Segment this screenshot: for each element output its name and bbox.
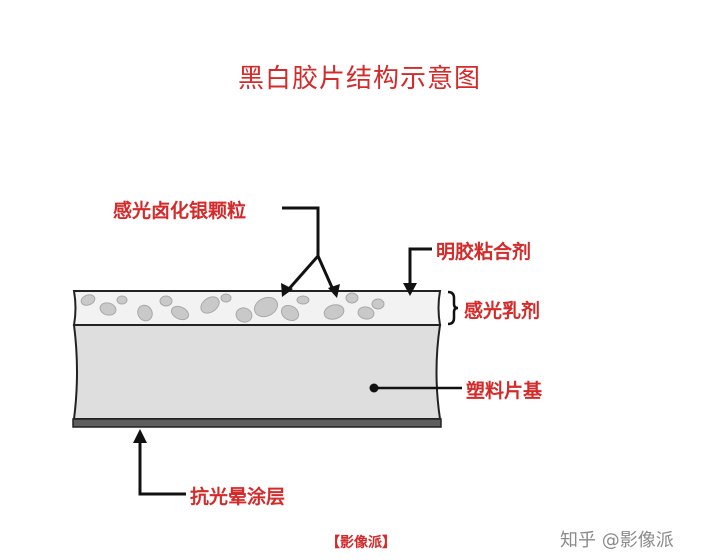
arrowhead bbox=[328, 284, 340, 298]
label-gelatin-binder: 明胶粘合剂 bbox=[436, 241, 532, 263]
arrowhead bbox=[281, 283, 293, 297]
grain bbox=[200, 296, 220, 314]
plastic-base-pointer bbox=[369, 383, 462, 393]
silver-halide-pointer bbox=[282, 206, 336, 293]
antihalation-pointer bbox=[133, 429, 186, 496]
grain bbox=[220, 293, 232, 303]
grain bbox=[371, 298, 385, 310]
credit-label: 【影像派】 bbox=[326, 535, 396, 551]
grain bbox=[345, 292, 359, 304]
grain bbox=[280, 304, 300, 322]
watermark: 知乎 @影像派 bbox=[560, 530, 674, 551]
label-emulsion: 感光乳剂 bbox=[464, 300, 541, 322]
grain bbox=[296, 295, 310, 305]
grain bbox=[253, 296, 279, 318]
arrowhead bbox=[403, 283, 417, 296]
grain bbox=[235, 307, 253, 323]
plastic-base-layer bbox=[72, 324, 442, 420]
label-antihalation: 抗光晕涂层 bbox=[190, 486, 286, 508]
grain bbox=[137, 304, 153, 322]
grain bbox=[99, 302, 117, 316]
label-plastic-base: 塑料片基 bbox=[466, 380, 543, 402]
grain bbox=[80, 294, 96, 306]
grain bbox=[159, 295, 173, 307]
grain bbox=[116, 295, 128, 305]
gelatin-pointer bbox=[403, 247, 432, 296]
diagram-title: 黑白胶片结构示意图 bbox=[237, 64, 481, 94]
emulsion-brace bbox=[447, 290, 459, 326]
label-silver-halide: 感光卤化银颗粒 bbox=[113, 200, 247, 222]
grain bbox=[357, 306, 375, 320]
antihalation-layer bbox=[72, 418, 442, 428]
grain bbox=[323, 304, 345, 320]
arrowhead bbox=[133, 429, 147, 443]
grain bbox=[170, 305, 190, 321]
silver-halide-grains bbox=[80, 292, 385, 323]
